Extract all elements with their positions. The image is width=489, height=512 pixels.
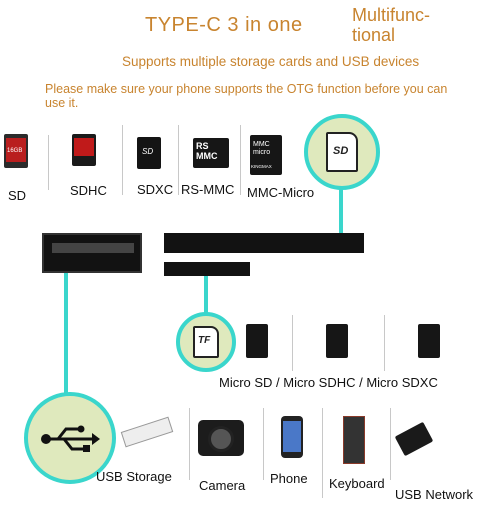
- card-label-rs-mmc: RS-MMC: [181, 182, 235, 197]
- usb-icon: [41, 425, 100, 452]
- divider: [263, 408, 264, 480]
- sd-card-icon-label: SD: [333, 145, 349, 157]
- usb-connector-line: [64, 273, 68, 401]
- mmc-micro-card-mark: MMC micro: [253, 141, 271, 156]
- sdhc-card-image: [72, 134, 96, 166]
- page-title: TYPE-C 3 in one: [145, 14, 303, 36]
- divider: [322, 408, 323, 498]
- tf-card-slot: [164, 262, 250, 276]
- mmc-micro-card-image: MMC micro KINGMAX: [250, 135, 282, 175]
- card-label-mmc-micro: MMC-Micro: [247, 185, 315, 200]
- sd-slot-highlight: SD: [304, 114, 380, 190]
- otg-note: Please make sure your phone supports the…: [45, 82, 448, 110]
- device-label-phone: Phone: [270, 471, 308, 486]
- usb-port-highlight: [24, 392, 116, 484]
- subtitle: Supports multiple storage cards and USB …: [122, 54, 420, 69]
- micro-card-label: Micro SD / Micro SDHC / Micro SDXC: [219, 375, 438, 390]
- card-label-sdhc: SDHC: [70, 183, 107, 198]
- sd-connector-line: [339, 188, 343, 240]
- micro-sdxc-card-image: [418, 324, 440, 358]
- mmc-micro-card-brand: KINGMAX: [251, 164, 272, 169]
- phone-image: [281, 416, 303, 458]
- divider: [178, 125, 179, 195]
- sd-card-image: 16GB: [4, 134, 28, 168]
- usb-network-adapter-image: [394, 421, 434, 457]
- divider: [384, 315, 385, 371]
- micro-sd-card-image: [246, 324, 268, 358]
- micro-sdhc-card-image: [326, 324, 348, 358]
- tf-slot-highlight: TF: [176, 312, 236, 372]
- sd-card-icon: SD: [326, 132, 358, 172]
- device-label-camera: Camera: [199, 478, 246, 493]
- divider: [122, 125, 123, 195]
- keyboard-image: [343, 416, 365, 464]
- divider: [240, 125, 241, 195]
- device-label-usb-storage: USB Storage: [96, 469, 172, 484]
- device-label-usb-network: USB Network: [395, 487, 474, 502]
- divider: [189, 408, 190, 480]
- rs-mmc-card-image: RS MMC: [193, 138, 229, 168]
- sd-card-slot: [164, 233, 364, 253]
- card-label-sd: SD: [8, 188, 27, 203]
- sdxc-card-mark: SD: [142, 147, 154, 156]
- divider: [390, 408, 391, 480]
- usb-port-slot: [42, 233, 142, 273]
- divider: [48, 135, 49, 190]
- tf-card-icon: TF: [193, 326, 219, 358]
- usb-stick-image: [120, 416, 174, 448]
- tf-card-icon-label: TF: [198, 335, 211, 346]
- card-label-sdxc: SDXC: [137, 182, 174, 197]
- camera-image: [198, 420, 244, 456]
- rs-mmc-card-mark: RS MMC: [196, 141, 218, 161]
- sdxc-card-image: SD: [137, 137, 161, 169]
- device-label-keyboard: Keyboard: [329, 476, 385, 491]
- multifunctional-heading: Multifunc- tional: [352, 5, 431, 45]
- sd-card-capacity: 16GB: [7, 148, 23, 154]
- divider: [292, 315, 293, 371]
- tf-connector-line: [204, 276, 208, 318]
